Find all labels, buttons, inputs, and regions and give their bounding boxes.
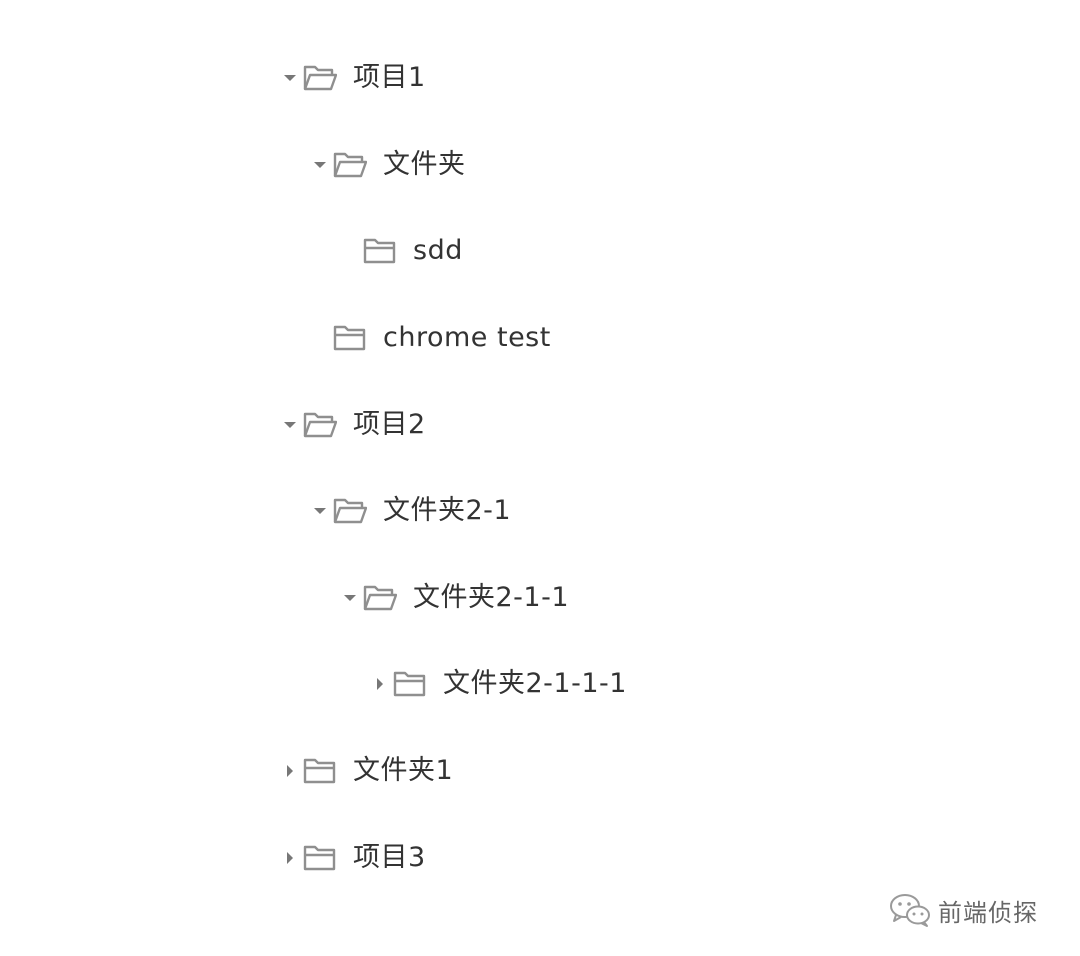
tree-node[interactable]: chrome test	[0, 295, 1080, 382]
folder-icon	[303, 844, 337, 872]
tree-node[interactable]: 文件夹2-1-1	[0, 555, 1080, 642]
caret-right-icon[interactable]	[283, 764, 297, 778]
folder-tree: 项目1 文件夹 sdd chrome test 项目2 文件夹2-1 文件夹2-1-1 文件夹…	[0, 35, 1080, 901]
tree-node-label: 文件夹2-1-1-1	[443, 668, 627, 700]
tree-node-label: 文件夹2-1-1	[413, 581, 570, 613]
caret-down-icon[interactable]	[313, 504, 327, 518]
tree-node[interactable]: 文件夹1	[0, 728, 1080, 815]
tree-node-label: 文件夹1	[353, 755, 454, 787]
caret-right-icon[interactable]	[283, 851, 297, 865]
tree-node-label: 项目1	[353, 62, 426, 94]
wechat-icon	[890, 894, 930, 927]
tree-node[interactable]: sdd	[0, 208, 1080, 295]
tree-node[interactable]: 项目2	[0, 381, 1080, 468]
folder-open-icon	[333, 151, 367, 179]
watermark: 前端侦探	[888, 890, 1038, 930]
tree-node[interactable]: 文件夹2-1-1-1	[0, 641, 1080, 728]
caret-right-icon[interactable]	[373, 677, 387, 691]
tree-node-label: 项目3	[353, 841, 426, 873]
tree-node-label: 文件夹	[383, 148, 466, 180]
caret-down-icon[interactable]	[313, 158, 327, 172]
folder-icon	[303, 757, 337, 785]
folder-icon	[333, 324, 367, 352]
folder-open-icon	[363, 584, 397, 612]
folder-open-icon	[333, 497, 367, 525]
caret-down-icon[interactable]	[343, 591, 357, 605]
tree-node-label: 项目2	[353, 408, 426, 440]
folder-icon	[393, 670, 427, 698]
tree-node[interactable]: 文件夹	[0, 122, 1080, 209]
caret-down-icon[interactable]	[283, 71, 297, 85]
caret-down-icon[interactable]	[283, 418, 297, 432]
folder-open-icon	[303, 64, 337, 92]
watermark-text: 前端侦探	[938, 898, 1038, 927]
tree-node-label: 文件夹2-1	[383, 495, 512, 527]
tree-node-label: chrome test	[383, 322, 551, 354]
folder-open-icon	[303, 411, 337, 439]
tree-node[interactable]: 项目3	[0, 814, 1080, 901]
tree-node-label: sdd	[413, 235, 463, 267]
tree-node[interactable]: 项目1	[0, 35, 1080, 122]
tree-node[interactable]: 文件夹2-1	[0, 468, 1080, 555]
folder-icon	[363, 237, 397, 265]
